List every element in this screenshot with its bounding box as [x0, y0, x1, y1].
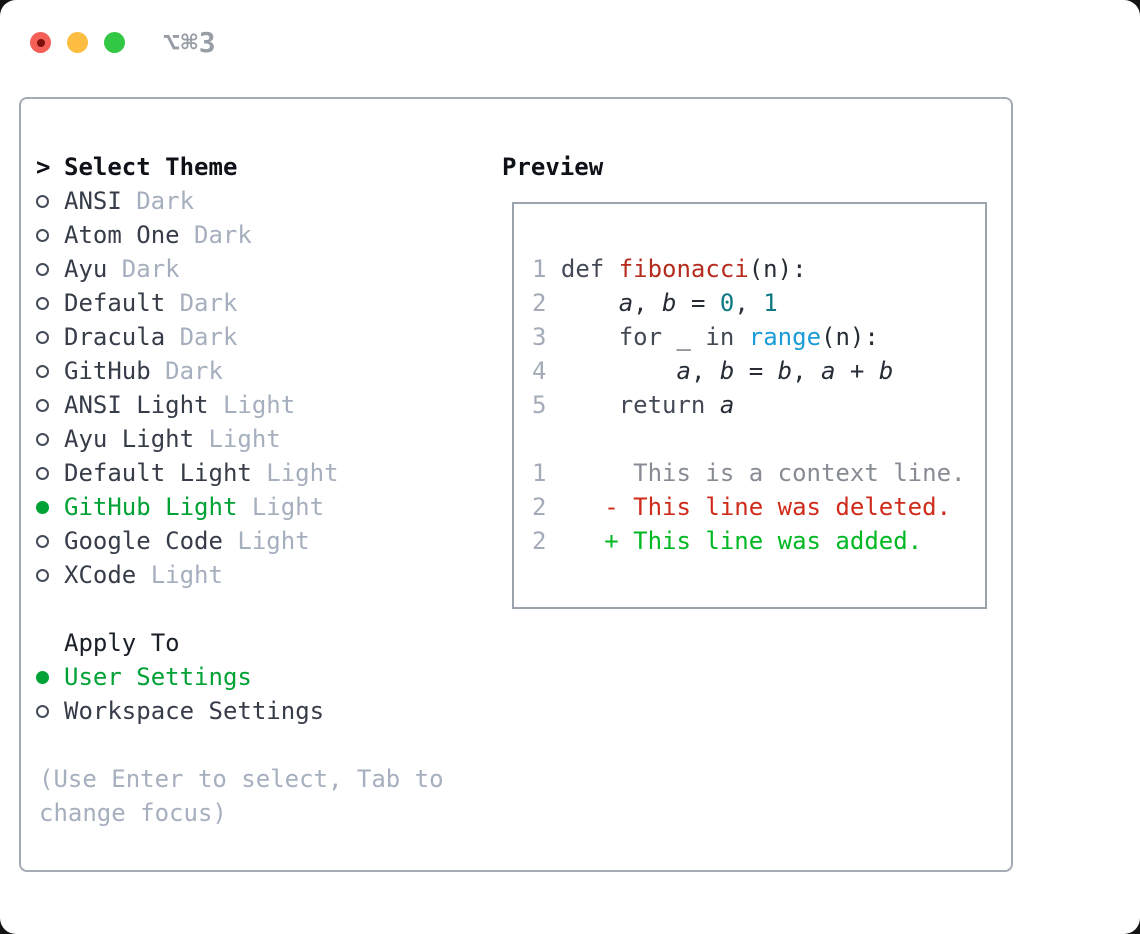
radio-icon: [36, 670, 49, 684]
radio-icon: [36, 534, 49, 548]
theme-name: Google Code: [64, 527, 223, 555]
theme-name: Ayu: [64, 255, 108, 283]
apply-option-label: Workspace Settings: [64, 697, 325, 725]
apply-option-workspace-settings[interactable]: Workspace Settings: [36, 694, 479, 728]
help-text: (Use Enter to select, Tab to change focu…: [39, 765, 444, 827]
theme-name: Dracula: [64, 323, 166, 351]
diff-line: 2 + This line was added.: [532, 524, 965, 558]
radio-icon: [36, 568, 49, 582]
select-theme-title: Select Theme: [64, 153, 238, 181]
window-title-shortcut: ⌥⌘3: [163, 26, 217, 59]
theme-name: ANSI Light: [64, 391, 209, 419]
theme-option-ayu-light[interactable]: Ayu Light Light: [36, 422, 479, 456]
line-number: 1: [532, 459, 547, 487]
theme-option-dracula[interactable]: Dracula Dark: [36, 320, 479, 354]
radio-icon: [36, 262, 49, 276]
prompt-icon: >: [36, 153, 51, 181]
theme-variant: Dark: [194, 221, 252, 249]
window-titlebar: ⌥⌘3: [30, 26, 217, 59]
preview-title: Preview: [502, 153, 604, 181]
line-number: 3: [532, 323, 547, 351]
theme-option-default[interactable]: Default Dark: [36, 286, 479, 320]
radio-icon: [36, 296, 49, 310]
theme-variant: Light: [237, 527, 310, 555]
theme-variant: Dark: [179, 323, 238, 351]
theme-variant: Dark: [179, 289, 238, 317]
theme-option-atom-one[interactable]: Atom One Dark: [36, 218, 479, 252]
theme-name: Default Light: [64, 459, 252, 487]
theme-option-default-light[interactable]: Default Light Light: [36, 456, 479, 490]
theme-option-xcode[interactable]: XCode Light: [36, 558, 479, 592]
theme-variant: Light: [208, 425, 281, 453]
radio-icon: [36, 398, 49, 412]
radio-icon: [36, 330, 49, 344]
theme-variant: Light: [266, 459, 339, 487]
zoom-button[interactable]: [104, 32, 125, 53]
theme-variant: Light: [150, 561, 223, 589]
theme-variant: Dark: [165, 357, 223, 385]
code-line: 5 return a: [532, 388, 965, 422]
theme-name: Atom One: [64, 221, 180, 249]
theme-option-google-code[interactable]: Google Code Light: [36, 524, 479, 558]
theme-variant: Light: [222, 391, 296, 419]
close-dot-icon: [36, 38, 45, 47]
radio-icon: [36, 466, 49, 480]
code-line: 2 a, b = 0, 1: [532, 286, 965, 320]
theme-name: GitHub: [64, 357, 151, 385]
theme-variant: Light: [251, 493, 325, 521]
line-number: 1: [532, 255, 547, 283]
theme-list-panel: > Select Theme ANSI Dark Atom One Dark A…: [36, 150, 479, 830]
select-theme-header: > Select Theme: [36, 150, 479, 184]
line-number: 4: [532, 357, 547, 385]
radio-icon: [36, 500, 49, 514]
theme-name: ANSI: [64, 187, 122, 215]
apply-option-user-settings[interactable]: User Settings: [36, 660, 479, 694]
code-line: 3 for _ in range(n):: [532, 320, 965, 354]
radio-icon: [36, 704, 49, 718]
theme-option-github[interactable]: GitHub Dark: [36, 354, 479, 388]
apply-to-header: Apply To: [36, 626, 479, 660]
diff-line: 1 This is a context line.: [532, 456, 965, 490]
theme-option-ansi[interactable]: ANSI Dark: [36, 184, 479, 218]
radio-icon: [36, 228, 49, 242]
radio-icon: [36, 432, 49, 446]
line-number: 2: [532, 493, 547, 521]
close-button[interactable]: [30, 32, 51, 53]
theme-name: XCode: [64, 561, 137, 589]
code-line: 4 a, b = b, a + b: [532, 354, 965, 388]
theme-option-ansi-light[interactable]: ANSI Light Light: [36, 388, 479, 422]
theme-name: Default: [64, 289, 166, 317]
diff-line: 2 - This line was deleted.: [532, 490, 965, 524]
line-number: 5: [532, 391, 547, 419]
theme-name: Ayu Light: [64, 425, 195, 453]
theme-option-github-light[interactable]: GitHub Light Light: [36, 490, 479, 524]
line-number: 2: [532, 289, 547, 317]
theme-variant: Dark: [121, 255, 180, 283]
theme-option-ayu[interactable]: Ayu Dark: [36, 252, 479, 286]
theme-name: GitHub Light: [64, 493, 238, 521]
radio-icon: [36, 364, 49, 378]
minimize-button[interactable]: [67, 32, 88, 53]
apply-to-title: Apply To: [64, 629, 180, 657]
theme-selector-window: > Select Theme ANSI Dark Atom One Dark A…: [19, 97, 1013, 872]
theme-variant: Dark: [136, 187, 195, 215]
line-number: 2: [532, 527, 547, 555]
radio-icon: [36, 194, 49, 208]
apply-option-label: User Settings: [64, 663, 252, 691]
